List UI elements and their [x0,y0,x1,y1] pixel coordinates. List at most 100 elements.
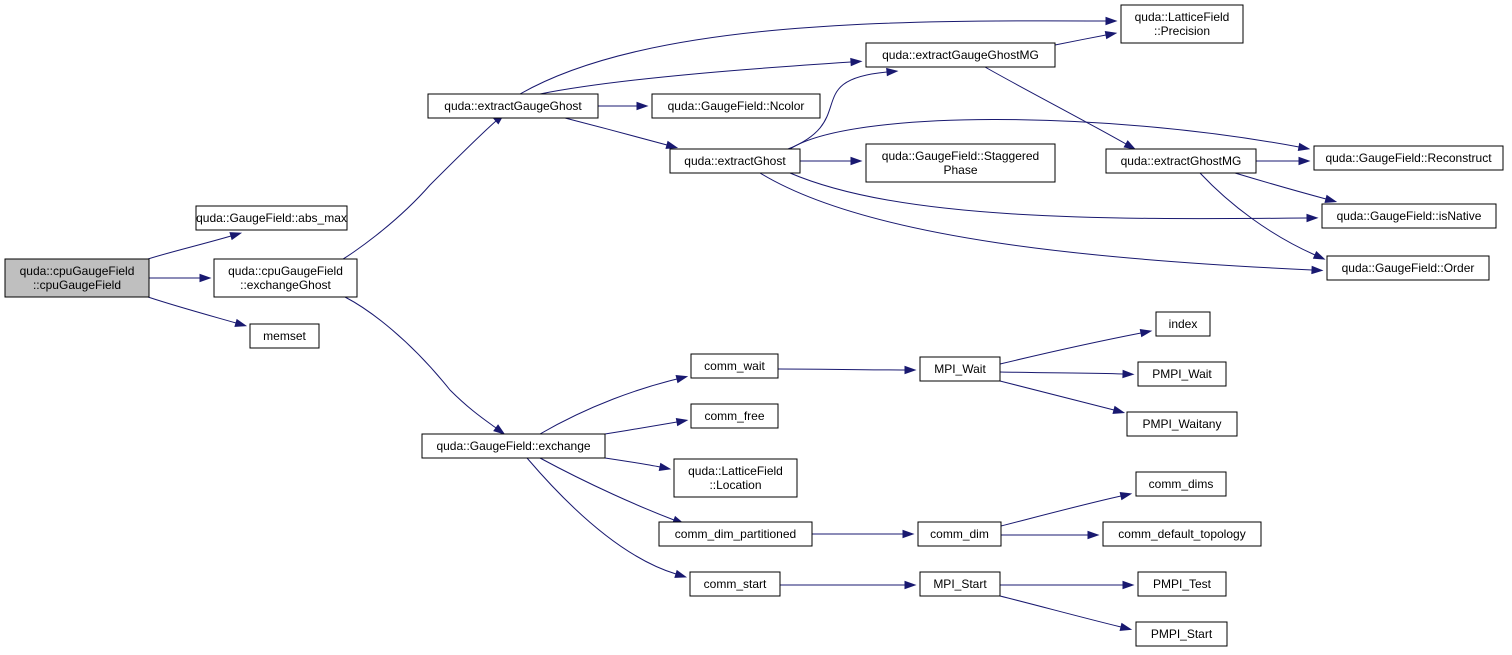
arrowhead-icon [675,375,689,384]
arrowhead-icon [1087,530,1100,540]
edge-comm_dim-to-comm_dims [1000,492,1133,527]
node-mpi-wait[interactable]: MPI_Wait [919,356,1001,382]
node-index[interactable]: index [1155,311,1211,337]
node-label: quda::GaugeField::Reconstruct [1325,151,1492,165]
node-label: quda::cpuGaugeField [228,264,343,278]
node-box [1135,621,1228,647]
node-box [195,205,348,231]
node-extractGaugeGhostMG[interactable]: quda::extractGaugeGhostMG [865,42,1056,68]
edge-line [999,380,1115,411]
arrowhead-icon [199,273,212,283]
node-extractGhost[interactable]: quda::extractGhost [669,148,801,174]
arrowhead-icon [1104,30,1118,40]
node-box [651,93,821,119]
edge-line [759,172,1313,271]
node-box [1135,471,1227,497]
node-label: ::Location [709,478,761,492]
edge-line [344,296,497,429]
node-comm-dims[interactable]: comm_dims [1135,471,1227,497]
node-location[interactable]: quda::LatticeField::Location [673,458,798,498]
node-box [673,458,798,498]
node-label: index [1169,317,1198,331]
edge-extractGhost-to-extractGaugeGhostMG [787,67,899,150]
node-comm-dim-partitioned[interactable]: comm_dim_partitioned [658,521,813,547]
node-ncolor[interactable]: quda::GaugeField::Ncolor [651,93,821,119]
node-mpi-start[interactable]: MPI_Start [919,571,1001,597]
arrowhead-icon [886,67,899,77]
node-label: MPI_Wait [934,362,986,376]
edge-line [539,378,678,435]
node-exchangeGhost[interactable]: quda::cpuGaugeField::exchangeGhost [213,258,358,298]
node-label: comm_start [704,577,767,591]
edge-line [999,332,1142,365]
arrowhead-icon [1112,405,1126,414]
node-memset[interactable]: memset [249,323,320,349]
node-label: quda::cpuGaugeField [20,264,135,278]
node-comm-default-topology[interactable]: comm_default_topology [1102,521,1262,547]
arrowhead-icon [904,365,917,375]
node-precision[interactable]: quda::LatticeField::Precision [1120,4,1244,44]
arrowhead-icon [1105,16,1118,26]
arrowhead-icon [674,569,688,578]
edge-line [342,120,497,260]
node-box [669,148,801,174]
node-box [4,258,150,298]
edge-extractGhostMG-to-order [1199,172,1326,260]
node-isNative[interactable]: quda::GaugeField::isNative [1321,203,1497,229]
edge-line [1054,34,1107,46]
node-box [1137,571,1227,597]
edge-mpi_wait-to-index [999,328,1153,365]
edge-root-to-exchangeGhost [149,273,212,283]
node-label: quda::extractGhostMG [1121,154,1242,168]
edge-root-to-abs_max [147,232,243,260]
arrowhead-icon [1312,250,1326,260]
node-pmpi-waitany[interactable]: PMPI_Waitany [1126,411,1238,437]
edge-line [147,235,232,260]
node-box [690,403,779,429]
node-pmpi-start[interactable]: PMPI_Start [1135,621,1228,647]
node-comm-free[interactable]: comm_free [690,403,779,429]
arrowhead-icon [229,232,243,241]
node-abs-max[interactable]: quda::GaugeField::abs_max [195,205,348,231]
arrowhead-icon [493,424,506,435]
arrowhead-icon [675,417,689,427]
node-box [1120,4,1244,44]
node-pmpi-wait[interactable]: PMPI_Wait [1137,361,1227,387]
node-comm-start[interactable]: comm_start [689,571,781,597]
node-box [865,42,1056,68]
node-pmpi-test[interactable]: PMPI_Test [1137,571,1227,597]
node-label: MPI_Start [933,577,987,591]
edge-line [147,296,237,324]
arrowhead-icon [1122,369,1135,379]
node-label: comm_default_topology [1118,527,1245,541]
edge-line [526,457,677,575]
node-gf-exchange[interactable]: quda::GaugeField::exchange [421,433,606,459]
edge-extractGhost-to-isNative [789,172,1319,223]
arrowhead-icon [1324,194,1338,203]
node-box [919,571,1001,597]
node-extractGaugeGhost[interactable]: quda::extractGaugeGhost [427,93,599,119]
node-reconstruct[interactable]: quda::GaugeField::Reconstruct [1313,145,1504,171]
edge-gf_exchange-to-comm_free [604,417,689,435]
node-comm-wait[interactable]: comm_wait [690,353,779,379]
node-label: comm_dim [930,527,989,541]
edge-line [564,117,668,146]
edge-comm_dim_partitioned-to-comm_dim [811,529,915,539]
node-box [658,521,813,547]
edge-extractGhost-to-reconstruct [789,119,1311,152]
edge-extractGaugeGhostMG-to-precision [1054,30,1118,46]
node-label: quda::extractGaugeGhostMG [882,48,1039,62]
node-box [689,571,781,597]
node-comm-dim[interactable]: comm_dim [917,521,1002,547]
edge-line [539,457,675,521]
edge-gf_exchange-to-comm_start [526,457,688,578]
node-extractGhostMG[interactable]: quda::extractGhostMG [1105,148,1257,174]
arrowhead-icon [904,580,917,590]
node-box [1137,361,1227,387]
edge-comm_wait-to-mpi_wait [777,365,917,375]
node-order[interactable]: quda::GaugeField::Order [1326,255,1490,281]
node-box [213,258,358,298]
node-label: ::cpuGaugeField [33,278,121,292]
